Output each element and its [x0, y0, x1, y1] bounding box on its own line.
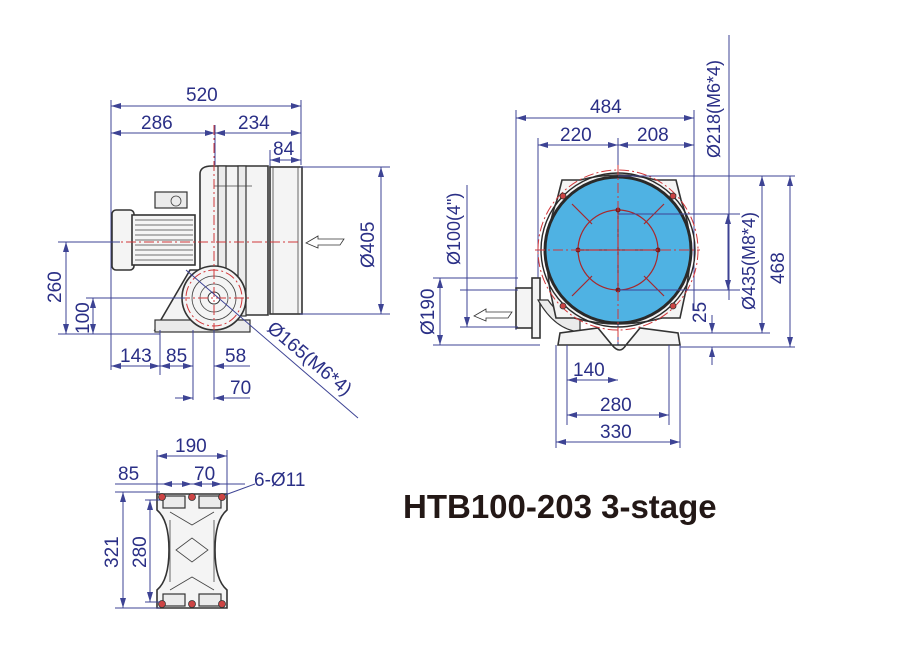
- dim-inlet-pipe: Ø100(4"): [444, 193, 464, 265]
- flow-arrow-icon: [305, 235, 345, 249]
- dim-outlet-diameter: Ø405: [358, 222, 379, 268]
- dim-top-flange: Ø218(M6*4): [704, 60, 724, 158]
- dim-base-d: 70: [230, 378, 251, 399]
- bolt-hole-icon: [218, 493, 226, 501]
- motor-fins: [135, 219, 193, 261]
- bolt-hole-icon: [559, 192, 567, 200]
- front-view: [433, 35, 795, 448]
- dim-shaft-height: 260: [45, 271, 66, 303]
- bolt-hole-icon: [559, 302, 567, 310]
- dim-inlet-height: 100: [73, 302, 94, 334]
- dim-base-c: 58: [225, 346, 246, 367]
- dim-foot-spacing: 280: [600, 395, 632, 416]
- dim-base-width: 190: [175, 436, 207, 457]
- dim-hole-span: 280: [130, 536, 151, 568]
- bolt-hole-icon: [188, 493, 196, 501]
- dim-foot-offset: 140: [573, 360, 605, 381]
- dim-outlet-flange-depth: 84: [273, 139, 295, 160]
- dim-base-b: 85: [166, 346, 187, 367]
- model-title: HTB100-203 3-stage: [403, 488, 717, 525]
- dim-base-length: 321: [102, 536, 123, 568]
- dim-left-half: 220: [560, 125, 592, 146]
- dim-motor-section: 286: [141, 113, 173, 134]
- dim-base-width: 330: [600, 422, 632, 443]
- dim-holes: 6-Ø11: [254, 470, 305, 491]
- dim-overall-width: 484: [590, 97, 622, 118]
- dim-blower-section: 234: [238, 113, 270, 134]
- bolt-hole-icon: [669, 302, 677, 310]
- dim-base-a: 143: [120, 346, 152, 367]
- bolt-hole-icon: [669, 192, 677, 200]
- dim-hole-pitch: 70: [194, 464, 215, 485]
- dim-inlet-flange: Ø190: [418, 289, 439, 335]
- dim-overall-height: 468: [768, 252, 789, 284]
- dim-housing-diameter: Ø435(M8*4): [739, 212, 759, 310]
- flow-arrow-icon: [473, 308, 513, 322]
- bolt-hole-icon: [158, 493, 166, 501]
- bolt-hole-icon: [188, 600, 196, 608]
- bolt-hole-icon: [218, 600, 226, 608]
- dim-edge-offset: 85: [118, 464, 139, 485]
- dim-overall-length: 520: [186, 85, 218, 106]
- side-view: [58, 100, 390, 419]
- dim-inlet-flange: Ø165(M6*4): [263, 318, 356, 401]
- bolt-hole-icon: [158, 600, 166, 608]
- base-view: [115, 450, 256, 609]
- dim-base-thickness: 25: [690, 302, 711, 323]
- dim-right-half: 208: [637, 125, 669, 146]
